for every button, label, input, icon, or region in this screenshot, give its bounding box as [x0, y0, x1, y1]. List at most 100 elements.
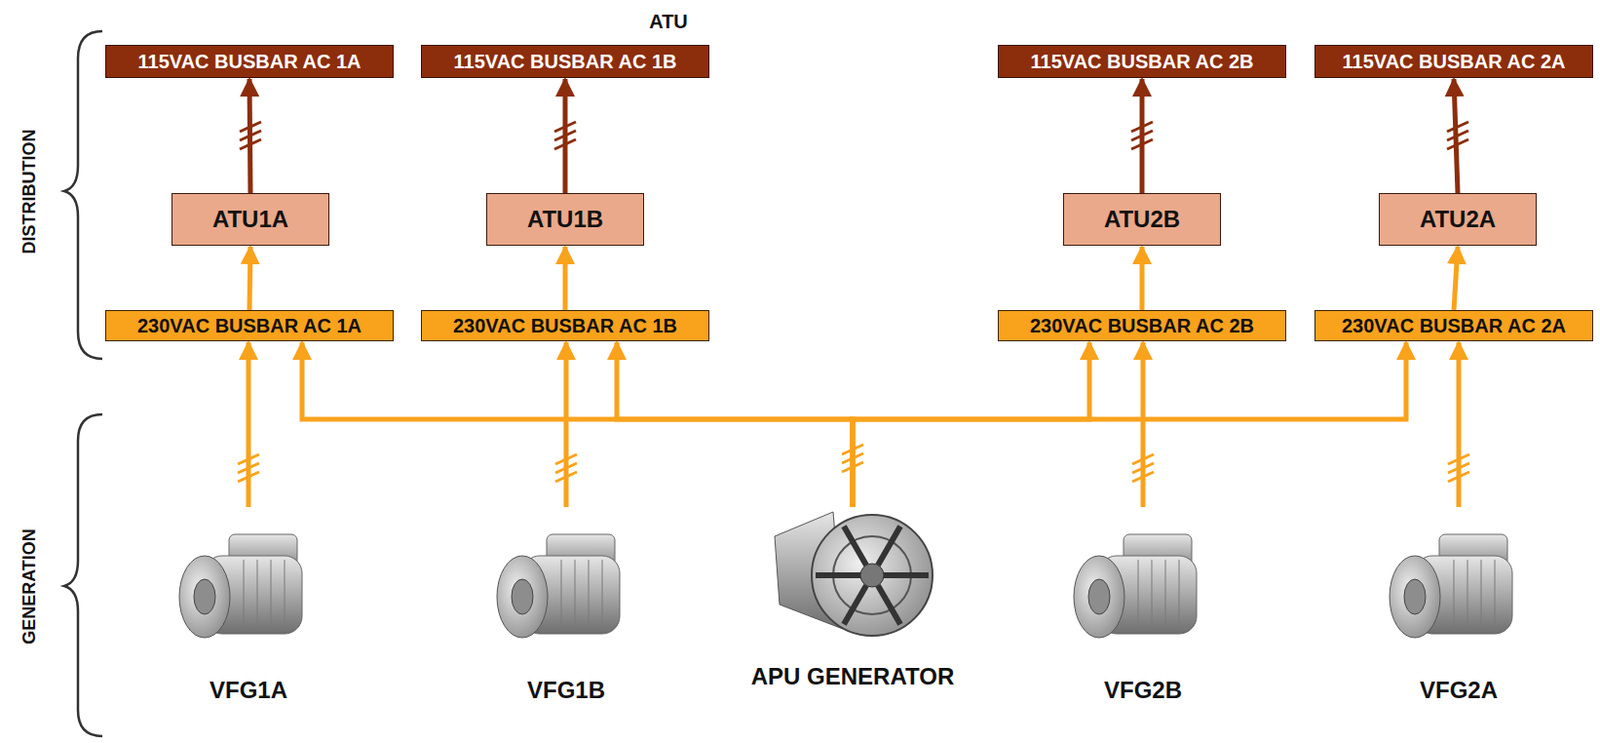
phase-tick	[1132, 454, 1154, 464]
generator-shaft	[193, 578, 216, 614]
apu-spoke	[877, 526, 901, 566]
phase-tick	[554, 121, 576, 132]
busbar-box: 230VAC BUSBAR AC 2A	[1314, 309, 1594, 342]
atu-box: ATU2A	[1378, 192, 1537, 246]
generator-node: VFG2A	[1375, 506, 1542, 704]
generator-label: VFG2B	[1104, 676, 1182, 704]
power-feed-line	[1140, 246, 1145, 310]
apu-hub	[860, 563, 884, 587]
phase-tick	[1447, 471, 1470, 482]
housing-rib	[602, 559, 604, 630]
housing-rib	[1165, 559, 1167, 630]
phase-tick	[841, 453, 864, 463]
busbar-box: 115VAC BUSBAR AC 1A	[105, 44, 394, 78]
box-label: 230VAC BUSBAR AC 2A	[1341, 314, 1566, 338]
bracket	[64, 31, 103, 359]
phase-tick	[1131, 130, 1153, 141]
generator-label: VFG1A	[209, 676, 288, 704]
generator-node: VFG1A	[165, 506, 332, 704]
generator-label: APU GENERATOR	[751, 662, 954, 690]
box-label: 115VAC BUSBAR AC 2B	[1030, 50, 1255, 74]
generator-shaft	[511, 578, 534, 614]
housing-rib	[1151, 559, 1153, 630]
box-label: ATU2B	[1104, 205, 1181, 233]
atu-box: ATU2B	[1063, 192, 1221, 246]
busbar-box: 230VAC BUSBAR AC 2B	[997, 309, 1287, 342]
phase-tick	[239, 121, 262, 132]
generator-flange	[1389, 555, 1441, 638]
phase-tick	[237, 454, 260, 464]
phase-tick	[1447, 130, 1469, 141]
power-feed-line	[616, 342, 853, 507]
phase-tick	[1447, 462, 1470, 473]
phase-tick	[237, 471, 260, 482]
apu-wheel	[811, 514, 933, 636]
phase-tick	[1131, 139, 1153, 150]
generator-flange	[179, 555, 230, 638]
phase-tick	[239, 130, 262, 141]
power-feed-line	[302, 342, 853, 507]
apu-spoke	[843, 526, 867, 566]
power-feed-line	[852, 342, 1407, 507]
generator-flange	[1073, 555, 1125, 638]
section-label: DISTRIBUTION	[19, 128, 40, 254]
phase-tick	[1447, 121, 1469, 132]
section-label: GENERATION	[19, 528, 40, 645]
apu-generator-illustration	[774, 511, 933, 636]
heading-label: ATU	[648, 10, 688, 34]
housing-rib	[284, 559, 286, 630]
box-label: 115VAC BUSBAR AC 1A	[138, 50, 362, 74]
housing-rib	[1494, 559, 1496, 630]
box-label: ATU1A	[212, 205, 289, 233]
phase-tick	[555, 454, 577, 464]
generator-illustration	[1389, 533, 1513, 638]
phase-tick	[554, 139, 576, 150]
apu-spoke	[883, 571, 929, 578]
power-feed-line	[1456, 342, 1462, 507]
phase-tick	[555, 462, 577, 473]
apu-spoke	[815, 571, 861, 578]
phase-tick	[237, 462, 260, 473]
busbar-box: 230VAC BUSBAR AC 1B	[420, 309, 710, 342]
box-label: 230VAC BUSBAR AC 2B	[1029, 314, 1255, 338]
phase-tick	[1132, 471, 1154, 482]
generator-label: VFG2A	[1419, 676, 1498, 704]
bracket	[64, 414, 103, 736]
housing-rib	[243, 559, 245, 630]
box-label: 230VAC BUSBAR AC 1A	[137, 314, 362, 338]
generator-shaft	[1404, 578, 1426, 614]
housing-rib	[1179, 559, 1181, 630]
generator-node: VFG2B	[1060, 506, 1226, 704]
generator-flange	[496, 555, 548, 638]
phase-tick	[554, 130, 576, 141]
housing-rib	[1467, 559, 1469, 630]
power-feed-line	[249, 246, 251, 310]
box-label: ATU1B	[527, 205, 604, 233]
phase-tick	[1447, 139, 1469, 150]
phase-tick	[555, 471, 577, 482]
power-feed-line	[563, 246, 569, 310]
busbar-box: 115VAC BUSBAR AC 1B	[420, 44, 710, 78]
housing-rib	[1453, 559, 1455, 630]
busbar-box: 115VAC BUSBAR AC 2B	[997, 44, 1287, 78]
phase-tick	[841, 444, 864, 455]
phase-tick	[1131, 121, 1153, 132]
three-phase-ticks	[237, 121, 1470, 482]
housing-rib	[1138, 559, 1140, 630]
box-label: 115VAC BUSBAR AC 1B	[454, 50, 678, 74]
power-feed-line	[852, 342, 1090, 507]
generator-node: APU GENERATOR	[740, 506, 965, 690]
box-label: 115VAC BUSBAR AC 2A	[1342, 50, 1566, 74]
power-feed-line	[564, 342, 570, 507]
phase-tick	[841, 461, 864, 472]
generator-illustration	[1073, 533, 1197, 638]
box-label: ATU2A	[1419, 205, 1496, 233]
atu-box: ATU1B	[486, 192, 645, 246]
phase-tick	[1447, 454, 1470, 464]
housing-rib	[270, 559, 272, 630]
generator-shaft	[1088, 578, 1110, 614]
housing-rib	[1481, 559, 1483, 630]
housing-rib	[588, 559, 590, 630]
